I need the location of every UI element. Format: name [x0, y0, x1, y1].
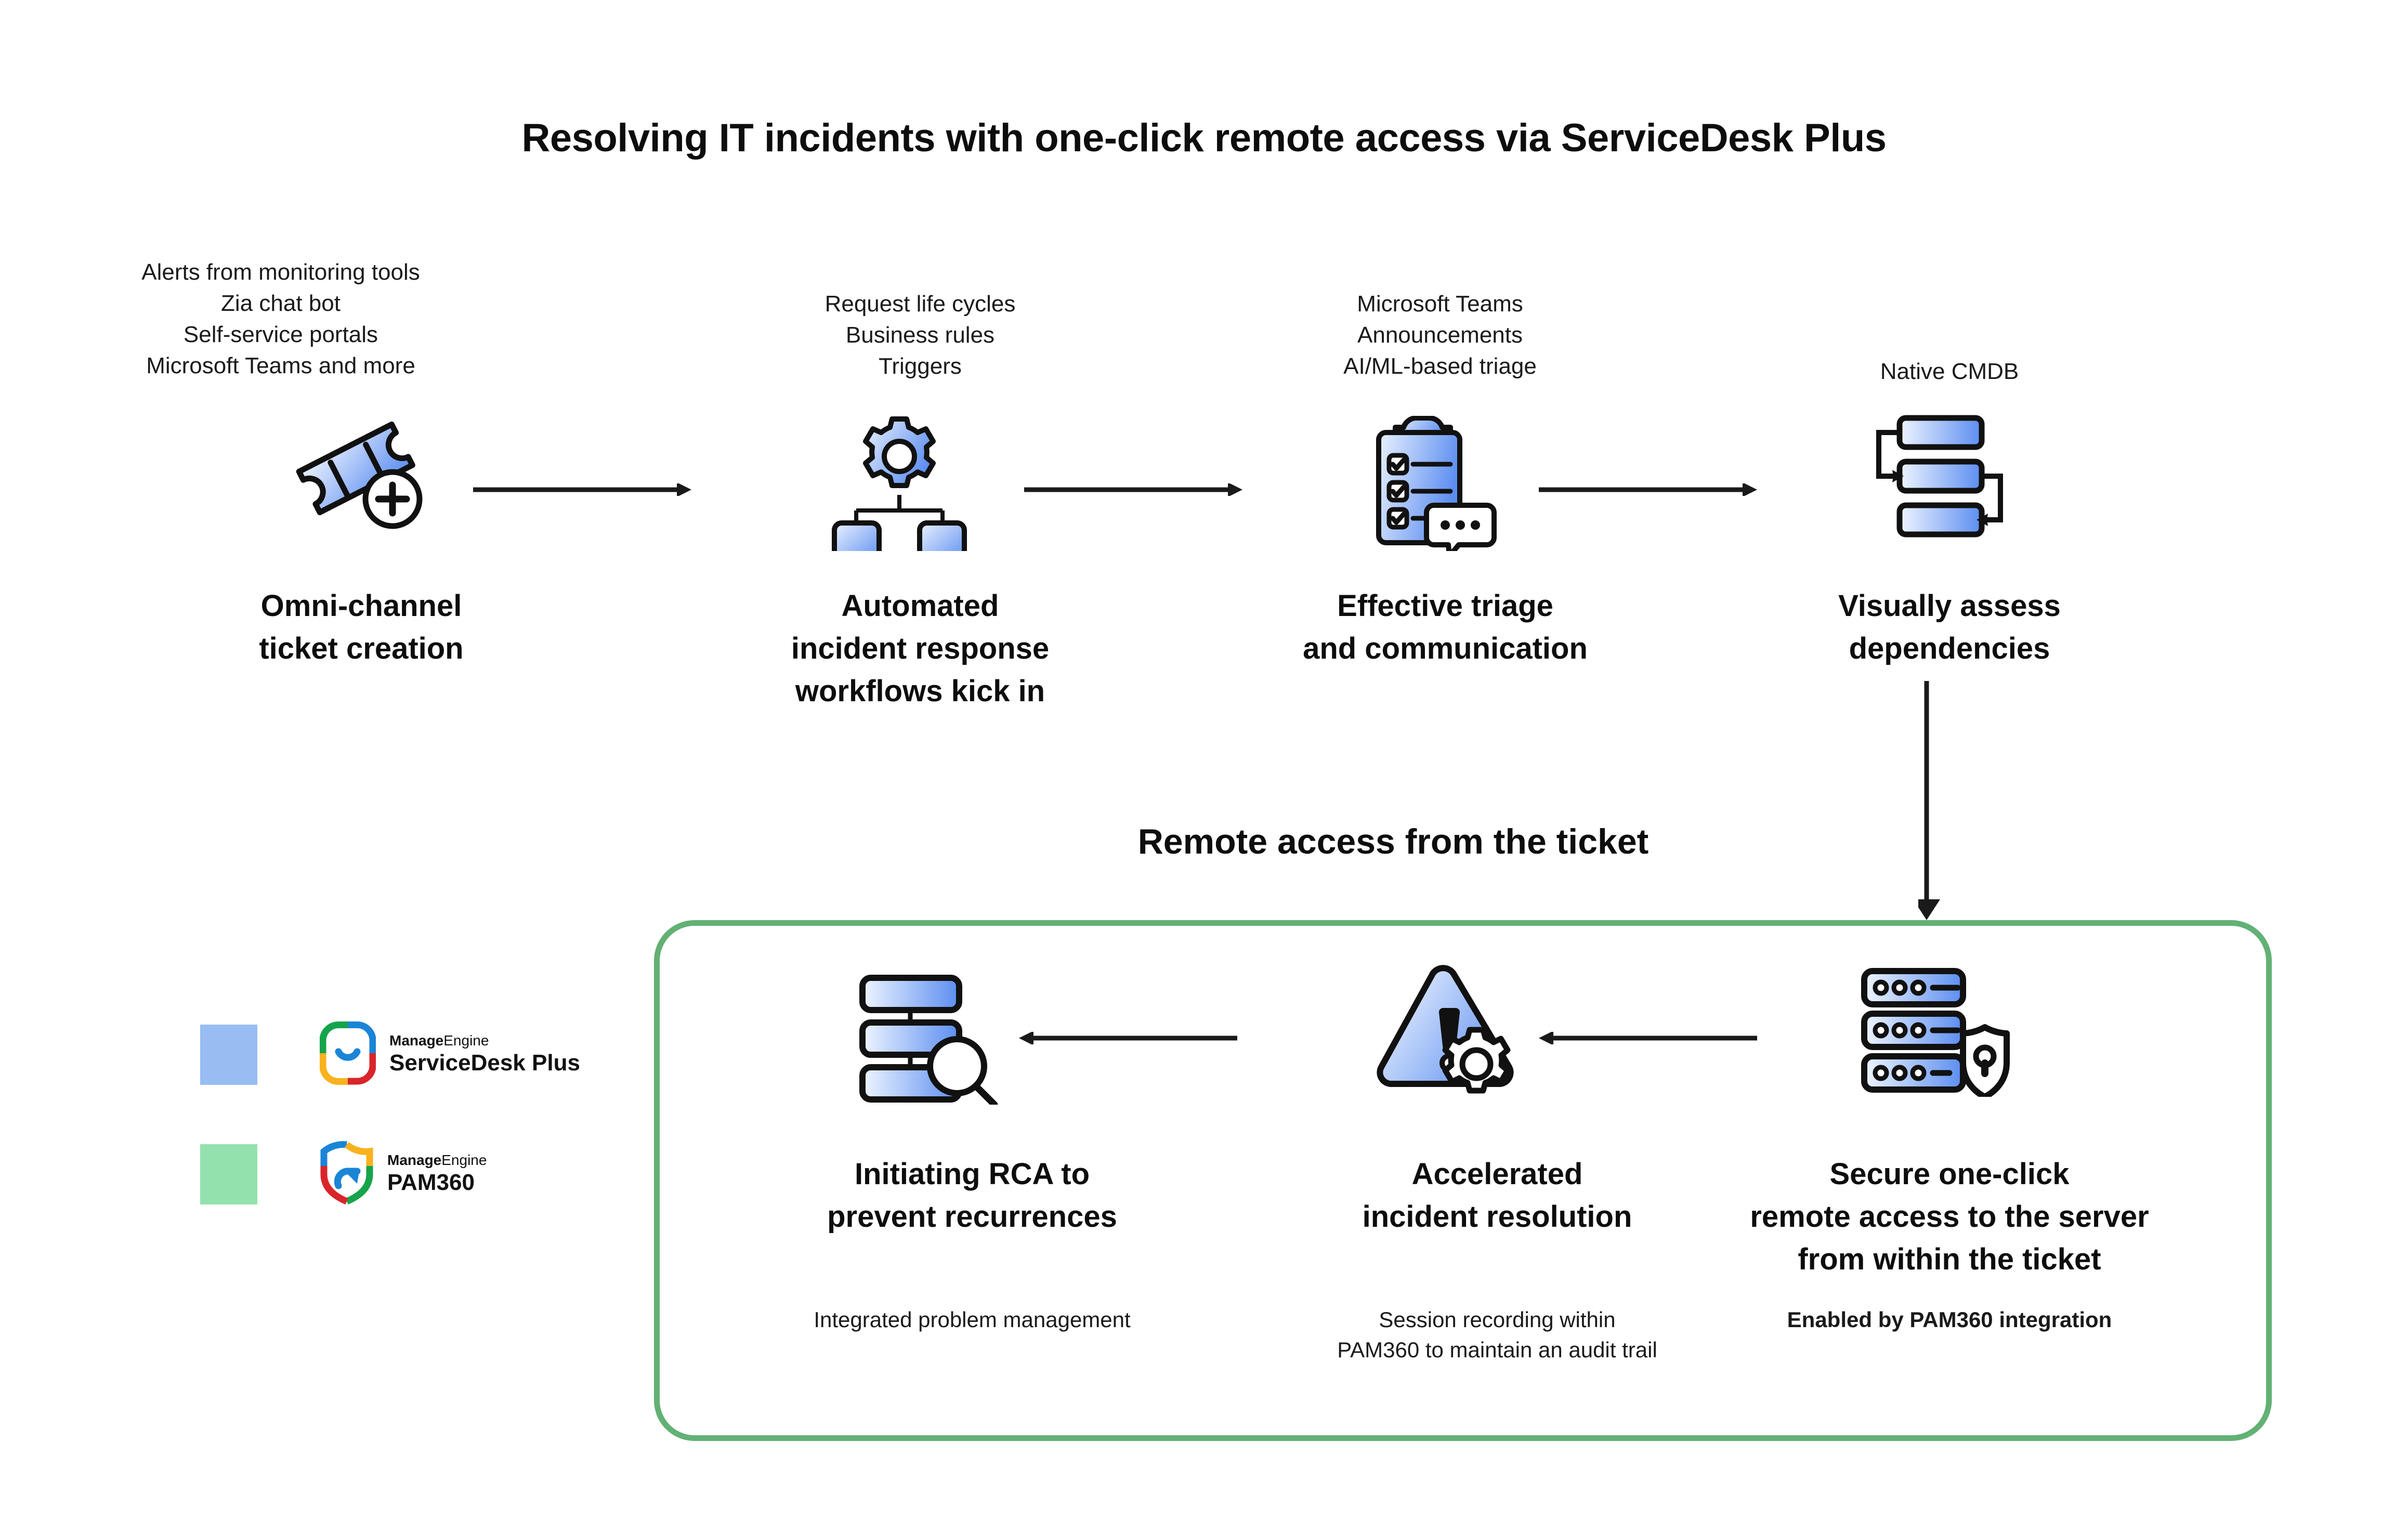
arrow-secure-access-to-resolution — [1539, 1031, 1757, 1045]
step-label-omnichannel: Omni-channel ticket creation — [259, 589, 464, 665]
page-title: Resolving IT incidents with one-click re… — [521, 116, 1887, 160]
arrow-step2-to-step3 — [1024, 482, 1242, 497]
step-subtext-triage: Microsoft Teams Announcements AI/ML-base… — [1343, 291, 1537, 379]
ticket-plus-icon — [289, 405, 434, 530]
servicedesk-plus-logo — [319, 1021, 376, 1087]
step-label-triage: Effective triage and communication — [1303, 589, 1588, 665]
brand-name-manageengine: ManageEngine — [389, 1033, 580, 1048]
step-label-automation: Automated incident response workflows ki… — [791, 589, 1050, 708]
caption-rca: Integrated problem management — [814, 1307, 1131, 1332]
arrow-step3-to-step4 — [1539, 482, 1757, 497]
gear-workflow-icon — [824, 416, 975, 565]
brand-name-manageengine-2: ManageEngine — [387, 1153, 487, 1168]
legend-item-pam360: ManageEngine PAM360 — [200, 1141, 487, 1207]
arrow-step1-to-step2 — [473, 482, 691, 497]
legend-swatch-blue — [200, 1024, 257, 1085]
legend-swatch-green — [200, 1144, 257, 1204]
clipboard-chat-icon — [1346, 415, 1502, 559]
product-name-pam360: PAM360 — [387, 1170, 475, 1196]
caption-resolution: Session recording within PAM360 to maint… — [1337, 1307, 1657, 1362]
step-subtext-omnichannel: Alerts from monitoring tools Zia chat bo… — [141, 259, 420, 378]
product-name-servicedesk: ServiceDesk Plus — [389, 1050, 580, 1076]
brand-engine: Engine — [443, 1032, 489, 1049]
remote-access-panel — [654, 920, 2272, 1441]
step-subtext-automation: Request life cycles Business rules Trigg… — [825, 291, 1016, 379]
pam360-shield-logo — [320, 1141, 374, 1207]
server-shield-lock-icon — [1856, 967, 2012, 1100]
legend-item-servicedesk: ManageEngine ServiceDesk Plus — [200, 1021, 580, 1087]
step-label-cmdb: Visually assess dependencies — [1838, 589, 2061, 665]
alert-gear-icon — [1372, 964, 1528, 1105]
brand-manage: Manage — [389, 1032, 444, 1049]
server-search-icon — [850, 975, 1001, 1108]
arrow-resolution-to-rca — [1019, 1031, 1237, 1045]
step-label-rca: Initiating RCA to prevent recurrences — [827, 1157, 1117, 1234]
cmdb-stack-icon — [1856, 411, 2012, 541]
brand-manage-2: Manage — [387, 1152, 442, 1169]
arrow-cmdb-to-panel — [1913, 681, 1949, 920]
section-heading-remote-access: Remote access from the ticket — [1137, 822, 1649, 861]
caption-secure-access: Enabled by PAM360 integration — [1787, 1307, 2112, 1332]
step-label-secure-access: Secure one-click remote access to the se… — [1750, 1157, 2149, 1276]
step-label-resolution: Accelerated incident resolution — [1362, 1157, 1632, 1234]
brand-engine-2: Engine — [441, 1152, 487, 1169]
step-subtext-cmdb: Native CMDB — [1880, 359, 2019, 384]
